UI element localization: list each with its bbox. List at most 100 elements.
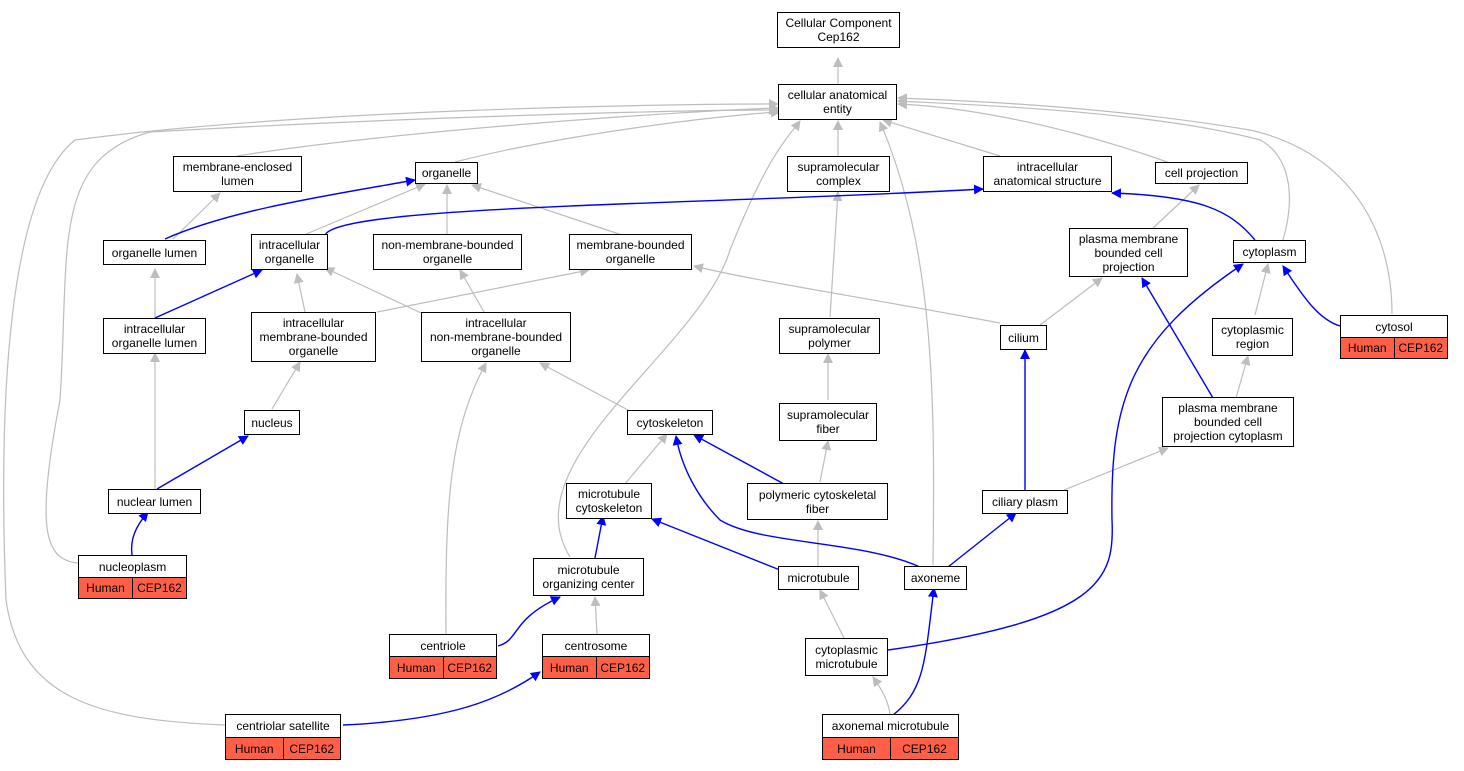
node-cytoplasm[interactable]: cytoplasm [1233,240,1306,263]
node-organelle-lumen[interactable]: organelle lumen [103,240,206,265]
node-centriole[interactable]: centriole [389,634,497,657]
edge [693,434,785,485]
annotation-species: Human [1347,341,1387,355]
node-microtubule[interactable]: microtubule [778,566,859,590]
node-nucleoplasm[interactable]: nucleoplasm [78,555,187,578]
node-plasma-membrane-bounded-cell-projection-cytoplasm[interactable]: plasma membrane bounded cell projection … [1162,397,1294,447]
node-cytoskeleton[interactable]: cytoskeleton [627,410,713,435]
annotation-species: Human [837,741,876,756]
node-cytoplasmic-microtubule[interactable]: cytoplasmic microtubule [805,638,888,676]
edge [236,103,779,157]
annotation-nucleoplasm: Human CEP162 [78,577,187,599]
edge [324,267,433,319]
node-axonemal-microtubule[interactable]: axonemal microtubule [822,714,959,738]
node-cytoplasmic-region[interactable]: cytoplasmic region [1212,318,1293,356]
node-organelle[interactable]: organelle [415,162,478,184]
node-non-membrane-bounded-organelle[interactable]: non-membrane-bounded organelle [373,234,522,270]
edge [445,362,487,635]
annotation-gene: CEP162 [890,738,958,759]
edge [651,517,781,571]
edge [872,676,891,715]
node-membrane-enclosed-lumen[interactable]: membrane-enclosed lumen [173,156,302,192]
node-cellular-component[interactable]: Cellular Component Cep162 [777,12,900,48]
node-intracellular-anatomical-structure[interactable]: intracellular anatomical structure [983,156,1112,192]
edge [1039,277,1103,326]
node-polymeric-cytoskeletal-fiber[interactable]: polymeric cytoskeletal fiber [747,483,888,520]
annotation-gene: CEP162 [132,578,186,598]
edge [623,433,668,486]
edge [897,96,1291,241]
node-nucleus[interactable]: nucleus [244,410,300,435]
edge [45,105,779,564]
edge [539,362,629,411]
annotation-species: Human [86,581,125,595]
edge [897,99,1171,164]
edge [1063,446,1169,491]
annotation-centrosome: Human CEP162 [542,656,650,679]
node-intracellular-membrane-bounded-organelle[interactable]: intracellular membrane-bounded organelle [251,312,376,362]
node-centriolar-satellite[interactable]: centriolar satellite [225,714,341,738]
edge [594,515,607,559]
edge [3,99,779,726]
annotation-cytosol: Human CEP162 [1340,337,1448,359]
node-intracellular-organelle-lumen[interactable]: intracellular organelle lumen [103,318,206,354]
node-intracellular-non-membrane-bounded-organelle[interactable]: intracellular non-membrane-bounded organ… [421,312,571,362]
edge [271,361,301,410]
node-axoneme[interactable]: axoneme [904,566,967,590]
edge [557,120,801,558]
edge [892,587,938,716]
annotation-gene: CEP162 [595,657,650,678]
edge [947,512,1017,568]
node-membrane-bounded-organelle[interactable]: membrane-bounded organelle [569,234,692,270]
edge [878,121,935,566]
edge [164,176,416,240]
edge [172,192,221,240]
annotation-species: Human [396,660,436,675]
edge [693,263,1001,324]
node-microtubule-cytoskeleton[interactable]: microtubule cytoskeleton [566,483,652,519]
edge [897,93,1393,315]
edge [156,435,249,490]
edge [887,263,1244,651]
edge [454,107,781,163]
edge [819,440,832,483]
annotation-axonemal-microtubule: Human CEP162 [822,737,959,760]
edge [829,191,843,318]
edge [459,269,485,313]
annotation-gene: CEP162 [1393,338,1448,358]
edge [1141,277,1214,399]
annotation-gene: CEP162 [282,738,341,759]
edge [672,435,921,568]
edge [882,117,1001,157]
edge [1235,355,1251,399]
node-cell-projection[interactable]: cell projection [1155,162,1248,184]
edge [324,184,984,236]
edge [1282,265,1341,327]
annotation-species: Human [234,741,274,756]
node-cytosol[interactable]: cytosol [1340,315,1448,338]
node-plasma-membrane-bounded-cell-projection[interactable]: plasma membrane bounded cell projection [1069,228,1188,277]
node-nuclear-lumen[interactable]: nuclear lumen [108,489,201,514]
edge [471,183,623,236]
node-supramolecular-fiber[interactable]: supramolecular fiber [779,403,877,441]
edge [154,269,263,319]
edge [590,596,601,635]
edge [130,511,149,556]
node-intracellular-organelle[interactable]: intracellular organelle [251,234,328,270]
node-cilium[interactable]: cilium [1000,325,1047,350]
node-centrosome[interactable]: centrosome [542,634,650,657]
node-supramolecular-polymer[interactable]: supramolecular polymer [779,318,880,354]
annotation-centriolar-satellite: Human CEP162 [225,737,341,760]
edge [819,589,845,639]
edge [293,273,306,313]
annotation-gene: CEP162 [442,657,497,678]
edge [1254,263,1271,316]
edge [497,596,561,647]
annotation-centriole: Human CEP162 [389,656,497,679]
node-cellular-anatomical-entity[interactable]: cellular anatomical entity [778,84,897,120]
edge [303,182,426,236]
node-ciliary-plasm[interactable]: ciliary plasm [982,490,1068,514]
node-microtubule-organizing-center[interactable]: microtubule organizing center [533,558,644,596]
node-supramolecular-complex[interactable]: supramolecular complex [787,156,890,192]
